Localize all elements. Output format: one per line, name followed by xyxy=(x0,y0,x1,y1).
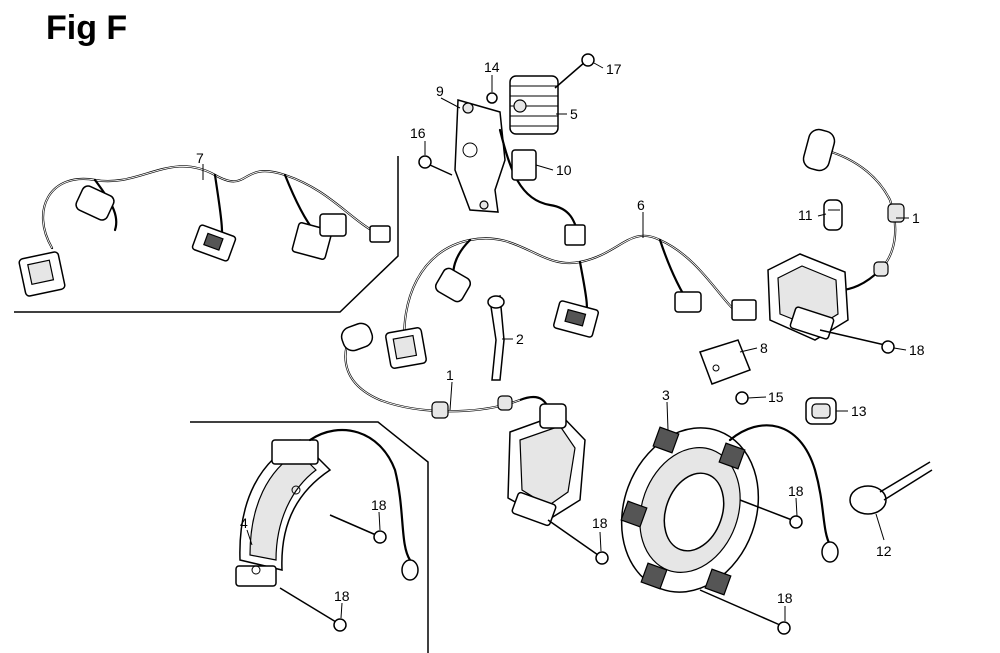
part-5-regulator-rectifier xyxy=(509,75,559,135)
bolt-16 xyxy=(418,155,453,176)
part-4-exciter-coil xyxy=(235,428,419,587)
part-2-clamp xyxy=(487,294,505,381)
inset-border-top-left xyxy=(14,156,399,313)
callout-18-center-coil: 18 xyxy=(592,515,608,531)
callout-14: 14 xyxy=(484,59,500,75)
bolt-17 xyxy=(554,53,595,89)
callout-6: 6 xyxy=(637,197,645,213)
callout-12: 12 xyxy=(876,543,892,559)
callout-16: 16 xyxy=(410,125,426,141)
leader-lines xyxy=(202,62,909,621)
bolt-14 xyxy=(486,92,498,104)
inset-border-bottom-left xyxy=(190,421,429,653)
figure-title: Fig F xyxy=(46,9,128,47)
bolt-15 xyxy=(735,391,749,405)
part-12-cable-tie xyxy=(849,461,933,515)
callout-1-right: 1 xyxy=(912,210,920,226)
callout-3: 3 xyxy=(662,387,670,403)
callout-17: 17 xyxy=(606,61,622,77)
part-6-wire-harness xyxy=(385,234,757,369)
callout-18-exciter-upper: 18 xyxy=(371,497,387,513)
callout-13: 13 xyxy=(851,403,867,419)
callout-10: 10 xyxy=(556,162,572,178)
callout-2: 2 xyxy=(516,331,524,347)
callout-15: 15 xyxy=(768,389,784,405)
bolt-18-right-coil xyxy=(819,329,895,354)
part-13-rubber-mount xyxy=(805,397,837,425)
part-1-ignition-coil-right xyxy=(767,128,905,341)
bolt-18-exciter-lower xyxy=(279,587,347,632)
bolt-18-stator-lower xyxy=(699,589,791,635)
callout-1-left: 1 xyxy=(446,367,454,383)
callout-18-right-coil: 18 xyxy=(909,342,925,358)
callout-labels: 7 1 1 2 3 4 5 6 8 9 10 11 12 13 14 15 16… xyxy=(196,59,925,606)
callout-7: 7 xyxy=(196,150,204,166)
part-9-bracket xyxy=(454,99,506,213)
bolt-18-stator-upper xyxy=(739,499,803,529)
callout-4: 4 xyxy=(240,515,248,531)
part-8-plate xyxy=(699,339,751,385)
callout-11: 11 xyxy=(798,207,813,223)
part-3-stator xyxy=(620,424,839,596)
callout-8: 8 xyxy=(760,340,768,356)
part-7-wire-harness xyxy=(18,165,391,297)
callout-18-stator-upper: 18 xyxy=(788,483,804,499)
callout-5: 5 xyxy=(570,106,578,122)
bolt-18-center-coil xyxy=(547,519,609,565)
callout-18-exciter-lower: 18 xyxy=(334,588,350,604)
bolt-18-exciter-upper xyxy=(329,514,387,544)
callout-18-stator-lower: 18 xyxy=(777,590,793,606)
part-11-grommet xyxy=(823,199,843,231)
part-10-sub-harness xyxy=(498,128,586,246)
part-1-ignition-coil-left xyxy=(340,322,586,527)
callout-9: 9 xyxy=(436,83,444,99)
